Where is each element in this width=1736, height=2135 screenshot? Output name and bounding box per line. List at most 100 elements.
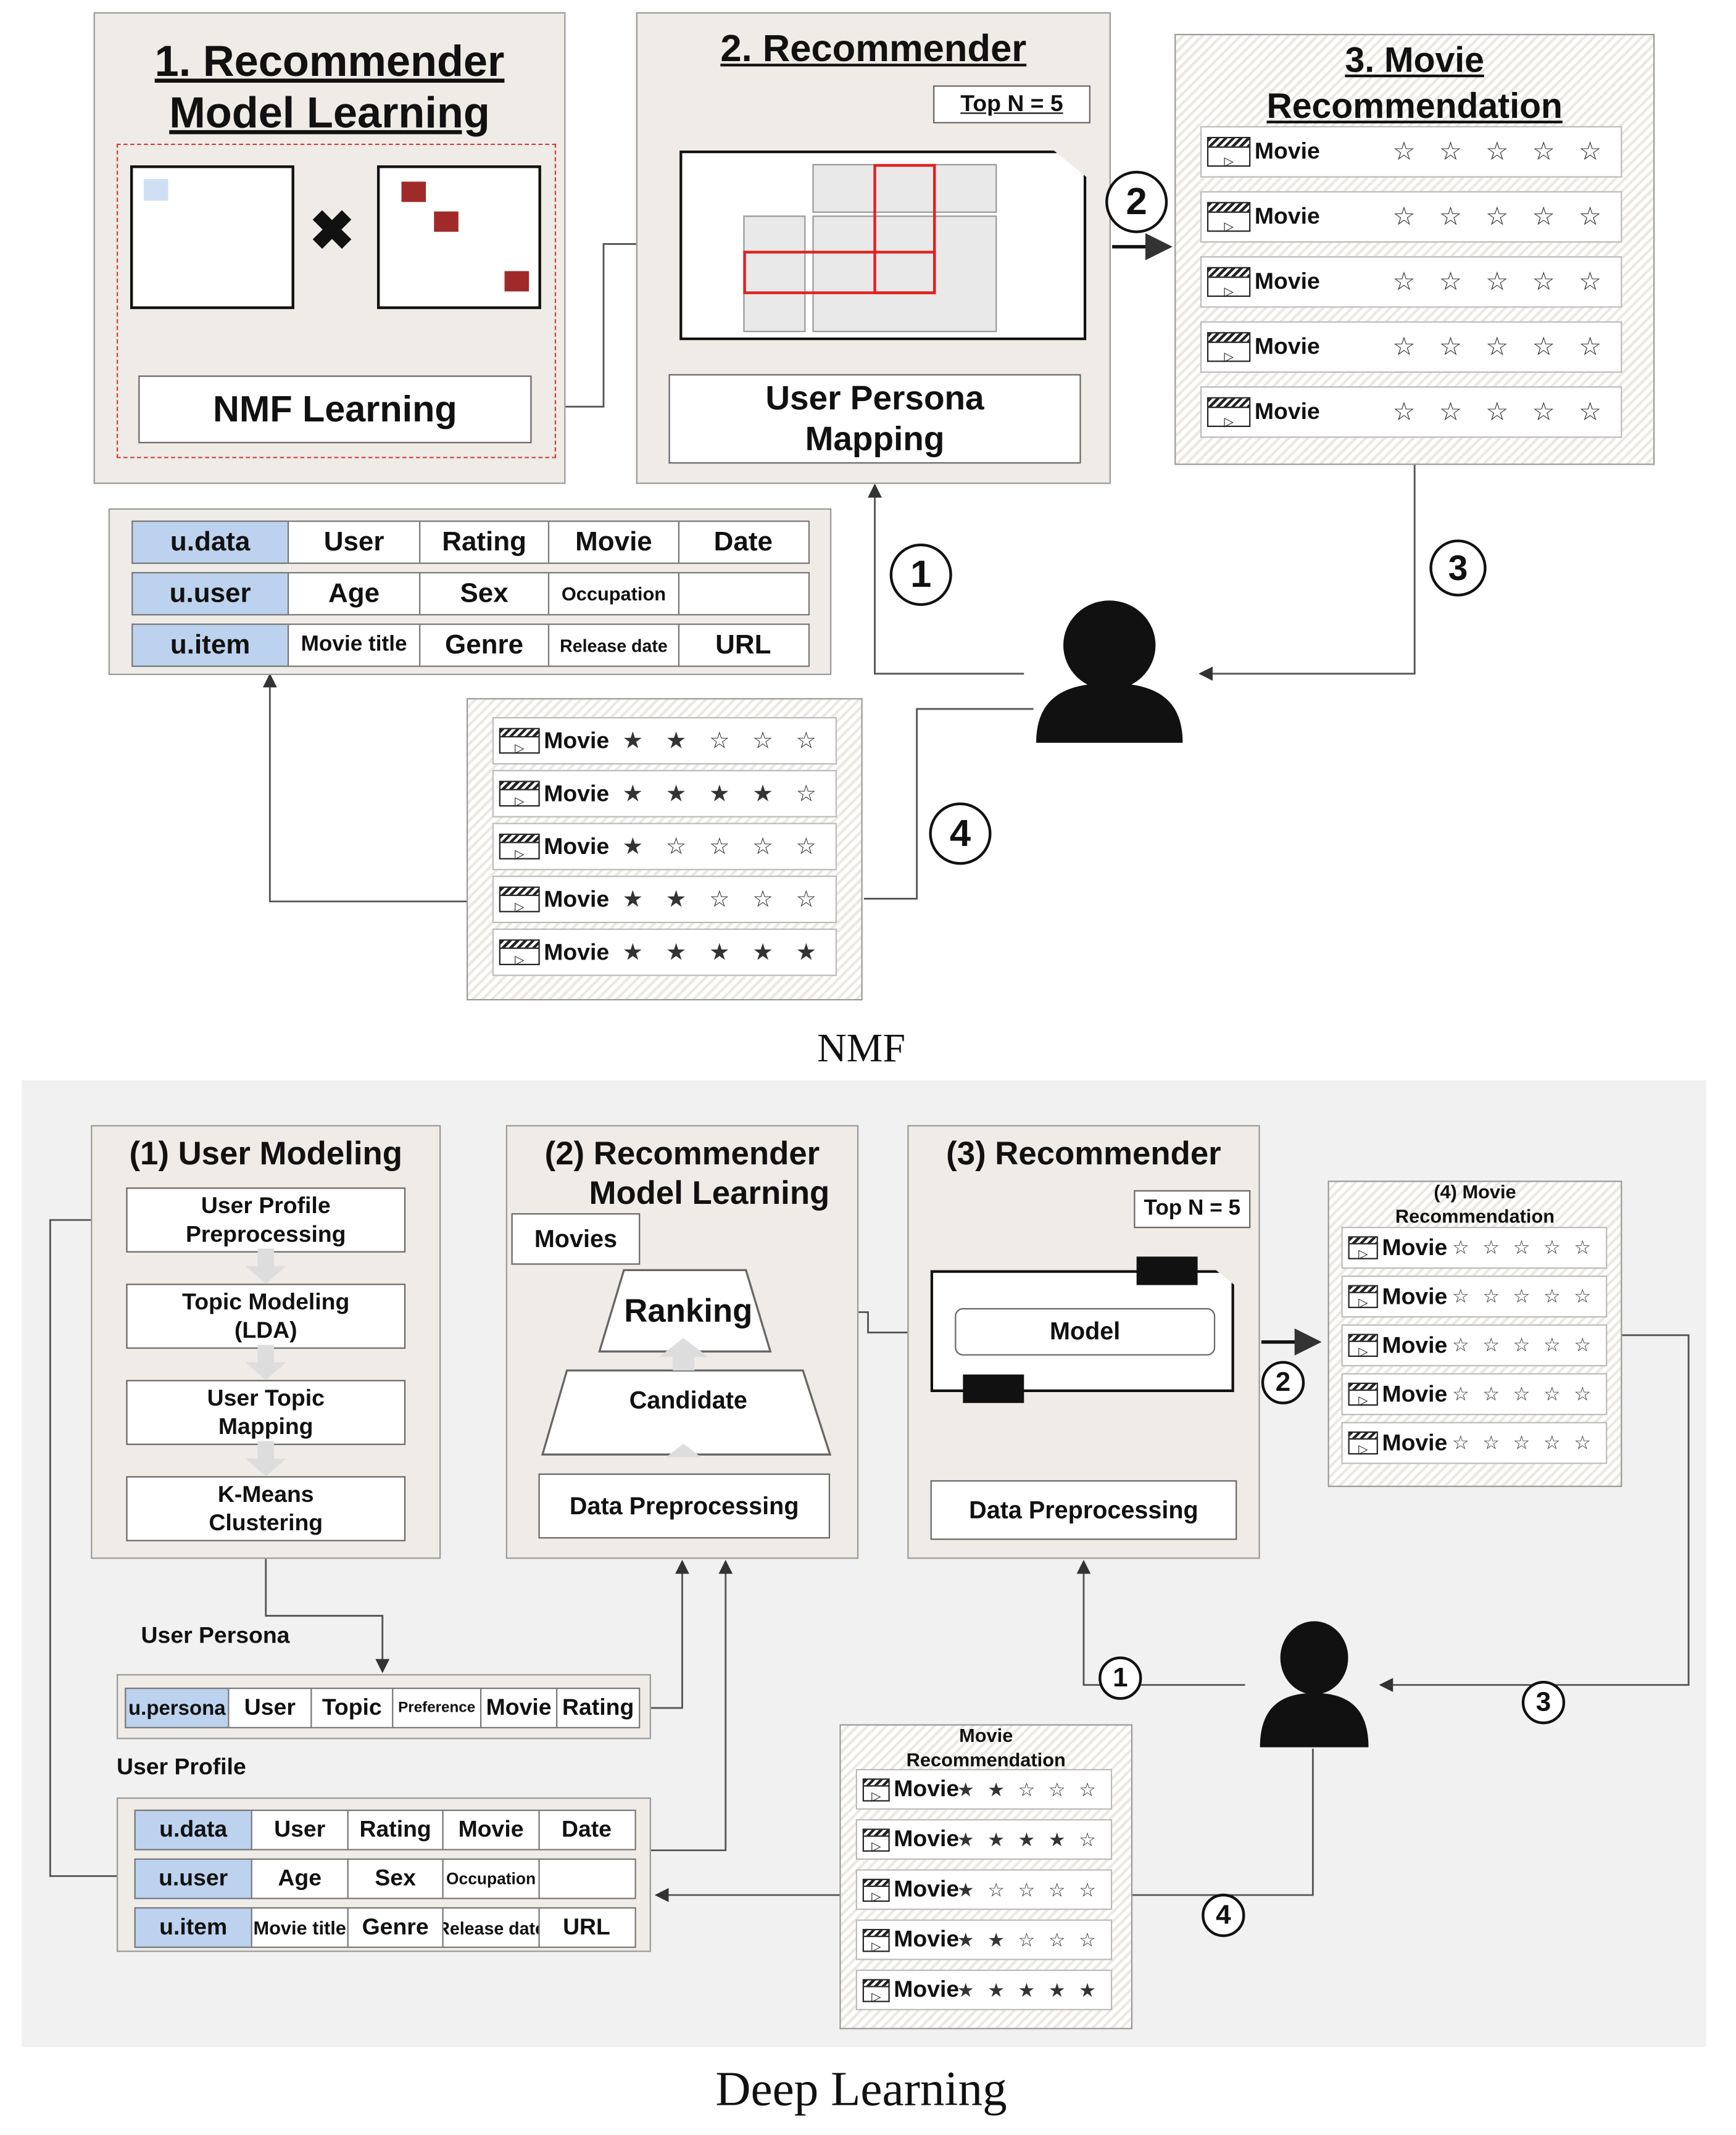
movie-clapper-icon — [1206, 136, 1251, 168]
model-document: Model — [930, 1270, 1234, 1393]
movie-clapper-icon — [1348, 1382, 1378, 1407]
step-marker-1: 1 — [889, 543, 952, 606]
persona-highlight — [743, 251, 936, 294]
movie-clapper-icon — [499, 834, 540, 861]
table-cell: Genre — [418, 623, 550, 667]
deep-user-icon — [1260, 1621, 1369, 1747]
persona-mapping-line1: User Persona — [765, 379, 984, 418]
rating-stars: ★ ★ ★ ★ ☆ — [622, 780, 825, 806]
movie-label: Movie — [1254, 398, 1320, 425]
rating-stars: ☆ ☆ ☆ ☆ ☆ — [1452, 1382, 1595, 1404]
movie-row: Movie ★ ★ ★ ★ ☆ — [492, 769, 837, 818]
item-matrix — [376, 165, 541, 309]
rating-stars: ★ ★ ☆ ☆ ☆ — [622, 885, 825, 912]
movie-row: Movie★ ☆ ☆ ☆ ☆ — [855, 1869, 1113, 1910]
table-cell: Age — [251, 1858, 349, 1899]
movie-label: Movie — [1382, 1380, 1448, 1407]
movie-label: Movie — [544, 939, 610, 965]
rating-stars: ★ ★ ☆ ☆ ☆ — [957, 1928, 1100, 1951]
movie-row: Movie★ ★ ★ ★ ☆ — [855, 1819, 1113, 1860]
movie-row: Movie★ ★ ☆ ☆ ☆ — [855, 1768, 1113, 1810]
persona-block — [743, 215, 806, 333]
movie-label: Movie — [544, 780, 610, 806]
persona-block — [812, 215, 997, 333]
model-learning-title-line1: (2) Recommender — [544, 1135, 820, 1173]
table-cell: Occupation — [547, 572, 680, 616]
movie-label: Movie — [1254, 333, 1320, 360]
rating-stars: ☆ ☆ ☆ ☆ ☆ — [1392, 202, 1610, 231]
movie-row: Movie☆ ☆ ☆ ☆ ☆ — [1341, 1275, 1608, 1318]
movie-label: Movie — [1382, 1332, 1448, 1358]
movie-label: Movie — [544, 727, 610, 753]
step-marker-3: 3 — [1429, 539, 1487, 597]
movie-clapper-icon — [862, 1778, 890, 1802]
nmf-step2-panel: 2. Recommender Top N = 5 User Persona Ma… — [636, 12, 1111, 484]
movie-label: Movie — [894, 1976, 960, 2002]
movie-row: Movie☆ ☆ ☆ ☆ ☆ — [1200, 191, 1622, 243]
table-name-cell: u.data — [131, 520, 290, 564]
table-cell: Movie title — [251, 1907, 349, 1948]
movie-clapper-icon — [862, 1828, 890, 1852]
nmf-topn-text: Top N = 5 — [960, 91, 1063, 117]
table-cell: Release date — [547, 623, 680, 667]
movie-row: Movie★ ☆ ☆ ☆ ☆ — [492, 823, 837, 871]
persona-cell: Topic — [310, 1688, 394, 1728]
deep-rating-title-line2: Recommendation — [906, 1748, 1066, 1771]
nmf-caption: NMF — [817, 1026, 905, 1071]
rating-stars: ☆ ☆ ☆ ☆ ☆ — [1392, 137, 1610, 167]
persona-cell: User — [228, 1688, 312, 1728]
rating-stars: ☆ ☆ ☆ ☆ ☆ — [1452, 1333, 1595, 1356]
rating-stars: ☆ ☆ ☆ ☆ ☆ — [1452, 1285, 1595, 1307]
movie-clapper-icon — [1206, 332, 1251, 363]
nmf-step1-title-line2: Model Learning — [169, 88, 490, 137]
ranking-funnel — [541, 1269, 832, 1457]
movie-row: Movie ★ ★ ★ ★ ★ — [492, 928, 837, 976]
user-profile-label: User Profile — [117, 1754, 246, 1780]
movie-clapper-icon — [1206, 397, 1251, 428]
movie-row: Movie☆ ☆ ☆ ☆ ☆ — [1341, 1324, 1608, 1367]
step-label-line2: (LDA) — [234, 1317, 297, 1344]
movie-label: Movie — [544, 885, 610, 912]
step-label-line2: Mapping — [218, 1414, 314, 1440]
step-label-line2: Preprocessing — [185, 1221, 346, 1248]
movie-clapper-icon — [862, 1878, 890, 1902]
movie-label: Movie — [1382, 1429, 1448, 1456]
step-marker-4: 4 — [929, 802, 992, 865]
table-cell: Date — [538, 1809, 636, 1851]
movie-label: Movie — [1382, 1283, 1448, 1309]
deep-movie-rec-title-line2: Recommendation — [1395, 1204, 1555, 1227]
movie-row: Movie☆ ☆ ☆ ☆ ☆ — [1200, 321, 1622, 373]
movie-row: Movie☆ ☆ ☆ ☆ ☆ — [1341, 1373, 1608, 1416]
movie-row: Movie★ ★ ★ ★ ★ — [855, 1969, 1113, 2010]
table-cell: Sex — [346, 1858, 444, 1899]
rating-stars: ☆ ☆ ☆ ☆ ☆ — [1392, 397, 1610, 426]
movie-row: Movie☆ ☆ ☆ ☆ ☆ — [1341, 1227, 1608, 1269]
nmf-step3-title-line1: 3. Movie — [1345, 39, 1484, 80]
recommender-title: (3) Recommender — [946, 1135, 1221, 1173]
nmf-step1-title-line1: 1. Recommender — [154, 36, 505, 86]
movie-clapper-icon — [862, 1928, 890, 1952]
nmf-topn-label: Top N = 5 — [933, 85, 1090, 123]
step-label-line1: User Topic — [207, 1385, 325, 1411]
rating-stars: ★ ☆ ☆ ☆ ☆ — [622, 832, 825, 859]
model-output-port — [963, 1374, 1024, 1403]
movie-label: Movie — [1382, 1234, 1448, 1260]
candidate-label: Candidate — [629, 1387, 747, 1414]
table-cell: Age — [287, 572, 421, 616]
rating-stars: ☆ ☆ ☆ ☆ ☆ — [1392, 267, 1610, 297]
movie-row: Movie★ ★ ☆ ☆ ☆ — [855, 1919, 1113, 1960]
user-persona-label: User Persona — [141, 1622, 290, 1649]
model-input-port — [1136, 1256, 1198, 1285]
rating-stars: ★ ★ ★ ★ ★ — [622, 939, 825, 965]
table-cell: Occupation — [442, 1858, 540, 1899]
user-modeling-step: Topic Modeling(LDA) — [126, 1283, 406, 1349]
table-cell: Date — [677, 520, 809, 564]
deep-step-marker-1: 1 — [1098, 1656, 1142, 1700]
rating-stars: ★ ★ ☆ ☆ ☆ — [957, 1778, 1100, 1800]
